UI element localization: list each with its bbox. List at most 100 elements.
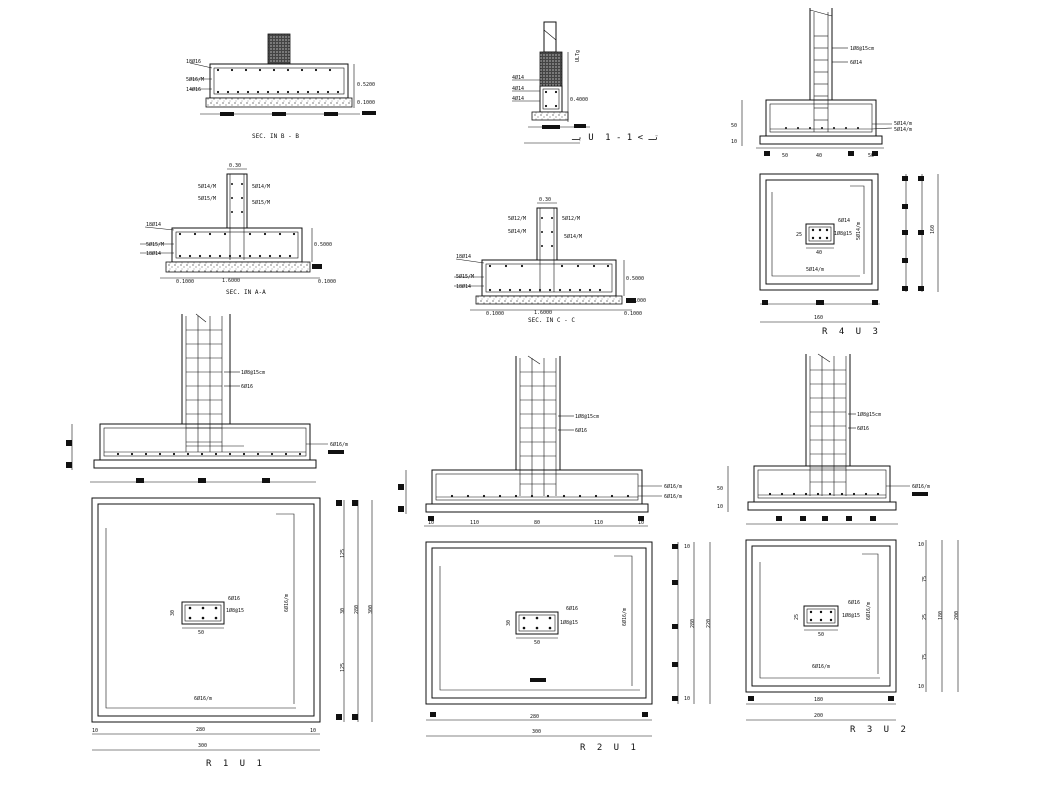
s11-label-3: 4Ø14 [512, 95, 524, 102]
cc-bottom-dim-1: 0.1000 [486, 311, 504, 317]
r2-elev-dim-2: 10 [428, 520, 434, 526]
r1-plan-label-2: 1Ø8@15 [226, 607, 244, 614]
bottom-bars [768, 492, 880, 496]
cc-dim-1: 0.5000 [626, 276, 644, 282]
bb-title: SEC. IN B - B [252, 133, 299, 140]
s11-label-2: 4Ø14 [512, 85, 524, 92]
r4-elev-label-4: 5Ø14/m [894, 126, 912, 133]
r2-plan-dim-1: 30 [506, 620, 512, 626]
r2-plan-dim-4: 220 [706, 619, 712, 628]
r2u1-title: R 2 U 1 [580, 743, 639, 753]
r4-elev-dim-5: 50 [868, 153, 874, 159]
r1-plan-label-1: 6Ø16 [228, 595, 240, 602]
r2-plan-dim-8: 300 [532, 729, 541, 735]
r2-plan-dim-3: 280 [690, 619, 696, 628]
bb-dim-1: 0.5200 [357, 82, 375, 88]
r2-elev-dim-5: 80 [534, 520, 540, 526]
r4-plan-dim-2: 25 [796, 232, 802, 238]
aa-title: SEC. IN A-A [226, 289, 266, 296]
r2-plan-label-1: 6Ø16 [566, 605, 578, 612]
aa-col-label-4: 5Ø15/M [252, 199, 270, 206]
r2-elev-dim-6: 110 [594, 520, 603, 526]
footing-r2u1: 10 110 80 110 10 1Ø8@15cm 6Ø16 6Ø16/m 6Ø… [398, 355, 712, 753]
r1-plan-dim-6: 280 [354, 605, 360, 614]
aa-left-label-1: 18Ø14 [146, 221, 161, 228]
s11-title: بـ U تـ > 1 - 1 [571, 133, 659, 143]
r1-elev-label-2: 6Ø16 [241, 383, 253, 390]
aa-bottom-dim-2: 1.6000 [222, 278, 240, 284]
cc-col-label-4: 5Ø14/M [564, 233, 582, 240]
stirrups [810, 369, 846, 483]
cc-title: SEC. IN C - C [528, 317, 575, 324]
aa-col-label-2: 5Ø15/M [198, 195, 216, 202]
r1-plan-label-3: 6Ø16/m [283, 594, 290, 612]
r3-elev-label-3: 6Ø16/m [912, 483, 930, 490]
bottom-bars [216, 68, 340, 94]
r1-plan-dim-2: 50 [198, 630, 204, 636]
r2-elev-label-4: 6Ø16/m [664, 493, 682, 500]
r1u1-title: R 1 U 1 [206, 759, 265, 769]
cc-left-label-1: 18Ø14 [456, 253, 471, 260]
svg-text:ULTg: ULTg [575, 50, 581, 62]
section-bb: 18Ø16 5Ø16/M 14Ø16 0.5200 0.1000 SEC. IN… [186, 33, 376, 140]
s11-dim: 0.4000 [570, 97, 588, 103]
r3-plan-dim-9: 10 [918, 684, 924, 690]
r3-plan-dim-7: 200 [954, 611, 960, 620]
r3-elev-label-2: 6Ø16 [857, 425, 869, 432]
cc-col-label-2: 5Ø14/M [508, 228, 526, 235]
r2-elev-label-2: 6Ø16 [575, 427, 587, 434]
r3-plan-dim-1: 25 [794, 614, 800, 620]
r3-plan-label-4: 6Ø16/m [812, 663, 830, 670]
r4-plan-dim-3: 160 [930, 225, 936, 234]
r4-plan-label-3: 5Ø14/m [855, 222, 862, 240]
aa-dim-1: 0.5000 [314, 242, 332, 248]
aa-col-label-3: 5Ø14/M [252, 183, 270, 190]
r1-plan-dim-8: 10 [92, 728, 98, 734]
r1-plan-dim-5: 125 [340, 663, 346, 672]
r3-plan-label-2: 1Ø8@15 [842, 612, 860, 619]
r2-plan-dim-5: 10 [684, 544, 690, 550]
cc-left-label-3: 18Ø14 [456, 283, 471, 290]
r2-plan-label-2: 1Ø8@15 [560, 619, 578, 626]
stirrups [814, 35, 828, 121]
r1-plan-dim-3: 125 [340, 549, 346, 558]
stirrups [520, 371, 556, 485]
r3-plan-label-1: 6Ø16 [848, 599, 860, 606]
r4-plan-dim-4: 160 [814, 315, 823, 321]
column-stub [267, 33, 291, 65]
stirrups [186, 329, 222, 443]
r4-plan-label-2: 1Ø8@15 [834, 230, 852, 237]
r1-plan-dim-9: 280 [196, 727, 205, 733]
r1-elev-label-1: 1Ø8@15cm [241, 369, 265, 376]
r1-plan-dim-10: 10 [310, 728, 316, 734]
r2-plan-label-3: 6Ø16/m [621, 608, 628, 626]
r4-elev-dim-1: 50 [731, 123, 737, 129]
section-1-1: 4Ø14 4Ø14 4Ø14 ULTg 0.4000 بـ U تـ > 1 -… [512, 21, 659, 144]
r4-elev-dim-2: 10 [731, 139, 737, 145]
r3-plan-dim-6: 180 [938, 611, 944, 620]
cc-bottom-dim-3: 0.1000 [624, 311, 642, 317]
r1-plan-dim-11: 300 [198, 743, 207, 749]
footing-r1u1: 1Ø8@15cm 6Ø16 6Ø16/m 6Ø16 1Ø8@15 6Ø16/m … [66, 313, 374, 769]
bottom-bars [488, 217, 610, 292]
r1-plan-dim-1: 30 [170, 610, 176, 616]
r2-plan-dim-6: 280 [530, 714, 539, 720]
bb-label-3: 14Ø16 [186, 86, 201, 93]
r3-elev-dim-1: 50 [717, 486, 723, 492]
r1-elev-label-3: 6Ø16/m [330, 441, 348, 448]
blinding-layer [205, 97, 353, 108]
r3-plan-dim-5: 75 [922, 654, 928, 660]
bb-label-1: 18Ø16 [186, 58, 201, 65]
r3-elev-label-1: 1Ø8@15cm [857, 411, 881, 418]
aa-dim-2: 0.1000 [318, 279, 336, 285]
r3u2-title: R 3 U 2 [850, 725, 909, 735]
r4u3-title: R 4 U 3 [822, 327, 881, 337]
bottom-bars [178, 183, 296, 258]
s11-label-1: 4Ø14 [512, 74, 524, 81]
cc-col-label-3: 5Ø12/M [562, 215, 580, 222]
r4-elev-dim-3: 50 [782, 153, 788, 159]
r4-plan-label-1: 6Ø14 [838, 217, 850, 224]
r2-elev-dim-3: 10 [638, 520, 644, 526]
aa-top-dim: 0.30 [229, 163, 241, 169]
r2-plan-dim-2: 50 [534, 640, 540, 646]
